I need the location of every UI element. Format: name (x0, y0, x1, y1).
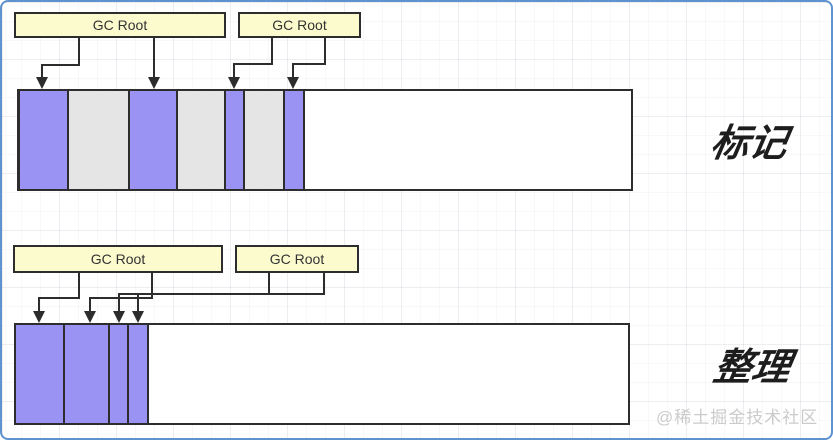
memory-segment-garbage (243, 89, 285, 191)
gc-root-pointer-arrow (84, 272, 153, 323)
gc-root-label: GC Root (272, 17, 327, 33)
section-compact: GC Root GC Root 整理 (13, 245, 800, 425)
section-label-mark: 标记 (707, 122, 795, 165)
watermark: @稀土掘金技术社区 (656, 408, 818, 427)
memory-segment-live (18, 89, 69, 191)
gc-root-pointer-arrow (287, 37, 326, 89)
gc-root-label: GC Root (270, 251, 325, 267)
memory-segment-live (128, 89, 178, 191)
gc-root-box (14, 12, 226, 38)
gc-root-pointer-arrow (113, 272, 270, 323)
memory-segment-live (14, 323, 65, 425)
gc-root-label: GC Root (91, 251, 146, 267)
gc-root-pointer-arrow (132, 272, 325, 323)
gc-root-pointer-arrow (228, 37, 273, 89)
memory-segment-live (63, 323, 110, 425)
gc-root-box (13, 245, 223, 273)
section-mark: GC Root GC Root 标记 (14, 12, 796, 191)
sections-layer: GC Root GC Root 标记 GC Root GC Root 整理 (13, 12, 800, 425)
memory-segment-live (127, 323, 149, 425)
section-label-compact: 整理 (710, 346, 799, 389)
gc-root-label: GC Root (93, 17, 148, 33)
memory-segment-live (224, 89, 245, 191)
gc-root-box (238, 12, 361, 38)
gc-root-pointer-arrow (36, 37, 80, 89)
memory-segment-garbage (176, 89, 226, 191)
memory-segment-live (283, 89, 305, 191)
memory-segment-live (108, 323, 129, 425)
gc-root-pointer-arrow (33, 272, 80, 323)
gc-root-box (235, 245, 359, 273)
memory-segment-garbage (67, 89, 130, 191)
